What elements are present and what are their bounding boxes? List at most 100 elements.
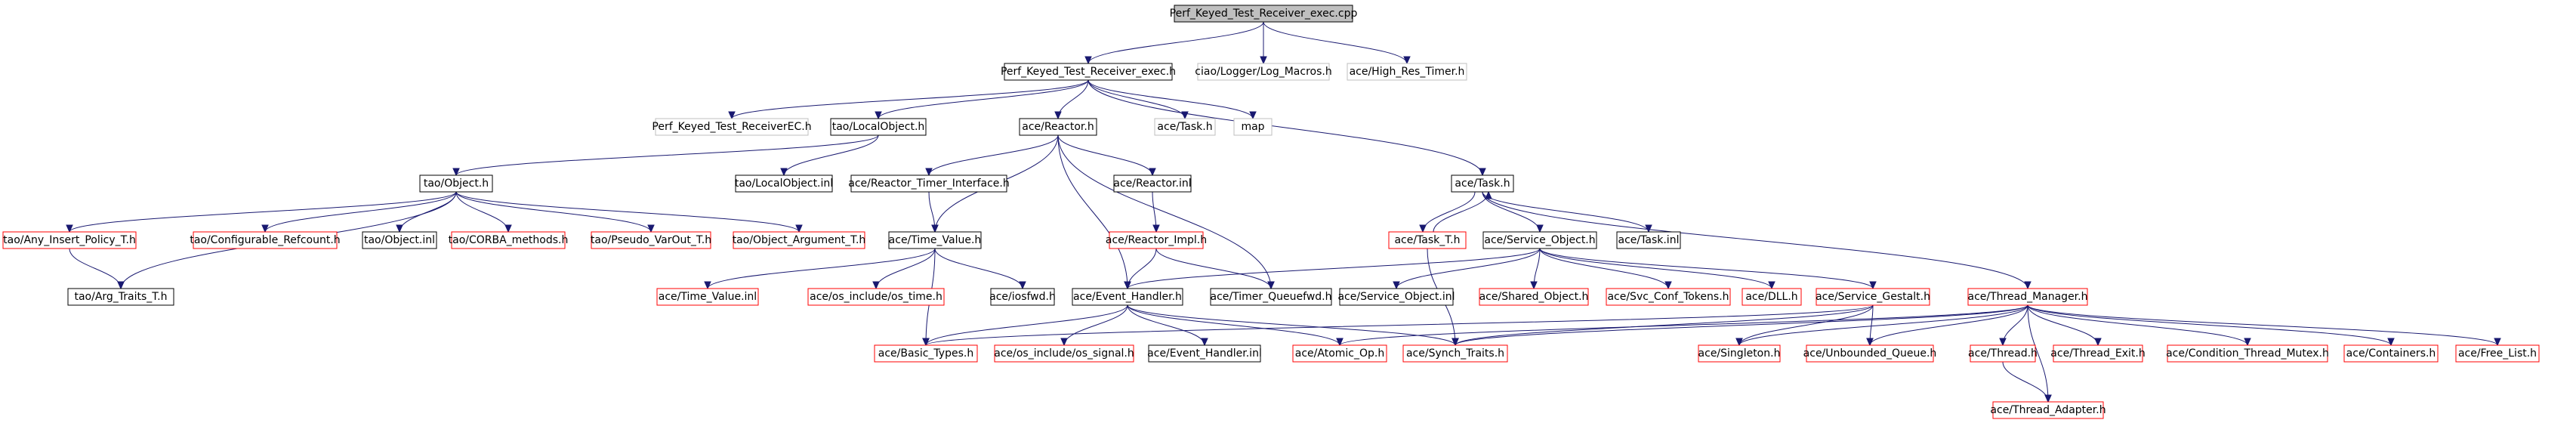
node-label: ace/Synch_Traits.h [1406,347,1504,360]
edge-exec_h-to-task_h_1 [1087,79,1186,119]
edge-root-to-exec_h [1087,21,1264,64]
edge-arrowhead [504,224,512,233]
node-thread-adapter[interactable]: ace/Thread_Adapter.h [1990,401,2106,419]
edge-arrowhead [1999,338,2007,347]
node-synch-traits[interactable]: ace/Synch_Traits.h [1402,344,1508,363]
node-exec-h[interactable]: Perf_Keyed_Test_Receiver_exec.h [1001,63,1176,81]
node-event-handler-h[interactable]: ace/Event_Handler.h [1072,288,1183,306]
node-ciao-logger[interactable]: ciao/Logger/Log_Macros.h [1195,63,1332,81]
node-box [1292,344,1387,363]
node-service-object-inl[interactable]: ace/Service_Object.inl [1337,288,1455,306]
node-configurable-refcount[interactable]: tao/Configurable_Refcount.h [190,231,341,249]
node-singleton[interactable]: ace/Singleton.h [1698,344,1781,363]
node-label: ace/Containers.h [2346,347,2436,360]
edge-arrowhead [1393,281,1400,290]
node-reactor-impl[interactable]: ace/Reactor_Impl.h [1106,231,1207,249]
node-box [1004,63,1173,81]
edge-arrowhead [1869,281,1877,290]
edge-arrowhead [2244,338,2251,347]
node-basic-types[interactable]: ace/Basic_Types.h [874,344,978,363]
node-label: Perf_Keyed_Test_ReceiverEC.h [652,121,811,133]
edge-root-to-high_res_timer [1263,21,1408,64]
node-label: ace/Basic_Types.h [878,347,973,360]
node-any-insert-policy[interactable]: tao/Any_Insert_Policy_T.h [2,231,137,249]
node-box [2343,344,2439,363]
edge-service_object_h-to-svc_conf_tokens [1539,248,1669,289]
node-label: ace/Thread.h [1968,347,2038,360]
edge-service_object_h-to-event_handler_h [1127,248,1541,289]
node-local-object-h[interactable]: tao/LocalObject.h [830,118,927,136]
node-pseudo-varout[interactable]: tao/Pseudo_VarOut_T.h [591,231,711,249]
node-high-res-timer[interactable]: ace/High_Res_Timer.h [1347,63,1467,81]
node-object-argument[interactable]: tao/Object_Argument_T.h [733,231,866,249]
node-box [1482,231,1597,249]
node-box [1806,344,1934,363]
edge-task_h_2-to-thread_manager [1482,191,2028,289]
node-task-inl[interactable]: ace/Task.inl [1616,231,1681,249]
node-box [1606,288,1731,306]
node-label: tao/Configurable_Refcount.h [190,234,340,246]
node-label: ace/os_include/os_signal.h [994,347,1134,360]
node-box [807,288,945,306]
node-event-handler-inl[interactable]: ace/Event_Handler.inl [1147,344,1262,363]
node-local-object-inl[interactable]: tao/LocalObject.inl [735,174,833,193]
node-timer-queuefwd[interactable]: ace/Timer_Queuefwd.h [1210,288,1332,306]
edge-thread_h-to-thread_adapter [2002,361,2049,403]
node-map[interactable]: map [1233,118,1273,136]
node-object-inl[interactable]: tao/Object.inl [362,231,437,249]
edge-local_object_h-to-local_object_inl [783,134,879,176]
edge-arrowhead [1664,281,1672,290]
node-box [1154,118,1216,136]
edge-thread_manager-to-free_list [2027,304,2498,346]
node-service-object-h[interactable]: ace/Service_Object.h [1482,231,1597,249]
node-task-h-1[interactable]: ace/Task.h [1154,118,1216,136]
node-time-value-h[interactable]: ace/Time_Value.h [888,231,982,249]
node-time-value-inl[interactable]: ace/Time_Value.inl [656,288,759,306]
node-box [451,231,566,249]
node-label: ace/Thread_Exit.h [2050,347,2145,360]
node-label: ace/Service_Object.h [1484,234,1595,246]
edge-exec_h-to-task_h_2 [1087,79,1483,176]
node-svc-conf-tokens[interactable]: ace/Svc_Conf_Tokens.h [1606,288,1731,306]
edge-local_object_h-to-object_h [455,134,879,176]
node-dll[interactable]: ace/DLL.h [1741,288,1802,306]
node-reactor-inl[interactable]: ace/Reactor.inl [1113,174,1192,193]
edge-arrowhead [1124,281,1131,290]
edge-exec_h-to-map [1087,79,1254,119]
node-service-gestalt[interactable]: ace/Service_Gestalt.h [1816,288,1930,306]
node-iosfwd[interactable]: ace/iosfwd.h [989,288,1056,306]
node-arg-traits[interactable]: tao/Arg_Traits_T.h [67,288,174,306]
node-label: ace/Reactor_Impl.h [1106,234,1207,246]
edge-arrowhead [1645,224,1652,233]
node-label: ciao/Logger/Log_Macros.h [1195,66,1331,78]
edge-arrowhead [1530,281,1538,290]
node-box [1233,118,1273,136]
node-atomic-op[interactable]: ace/Atomic_Op.h [1292,344,1387,363]
node-condition-thread-mutex[interactable]: ace/Condition_Thread_Mutex.h [2166,344,2329,363]
node-os-signal[interactable]: ace/os_include/os_signal.h [994,344,1134,363]
node-label: ace/Thread_Adapter.h [1990,404,2106,416]
edge-arrowhead [66,224,73,233]
node-thread-h[interactable]: ace/Thread.h [1968,344,2038,363]
node-box [735,174,833,193]
edge-reactor_h-to-reactor_inl [1057,134,1153,176]
edge-arrowhead [2387,338,2395,347]
node-root[interactable]: Perf_Keyed_Test_Receiver_exec.cpp [1170,5,1358,23]
node-unbounded-queue[interactable]: ace/Unbounded_Queue.h [1803,344,1937,363]
node-object-h[interactable]: tao/Object.h [419,174,493,193]
node-thread-exit[interactable]: ace/Thread_Exit.h [2050,344,2146,363]
node-shared-object[interactable]: ace/Shared_Object.h [1479,288,1589,306]
node-task-t[interactable]: ace/Task_T.h [1388,231,1467,249]
edge-event_handler_h-to-os_signal [1063,304,1128,346]
node-receiver-ec[interactable]: Perf_Keyed_Test_ReceiverEC.h [652,118,812,136]
node-corba-methods[interactable]: tao/CORBA_methods.h [449,231,569,249]
node-reactor-timer-interface[interactable]: ace/Reactor_Timer_Interface.h [848,174,1010,193]
node-thread-manager[interactable]: ace/Thread_Manager.h [1967,288,2088,306]
node-reactor-h[interactable]: ace/Reactor.h [1019,118,1097,136]
node-containers[interactable]: ace/Containers.h [2343,344,2439,363]
node-os-time[interactable]: ace/os_include/os_time.h [807,288,945,306]
edge-arrowhead [872,281,880,290]
node-free-list[interactable]: ace/Free_List.h [2455,344,2540,363]
node-task-h-2[interactable]: ace/Task.h [1451,174,1514,193]
